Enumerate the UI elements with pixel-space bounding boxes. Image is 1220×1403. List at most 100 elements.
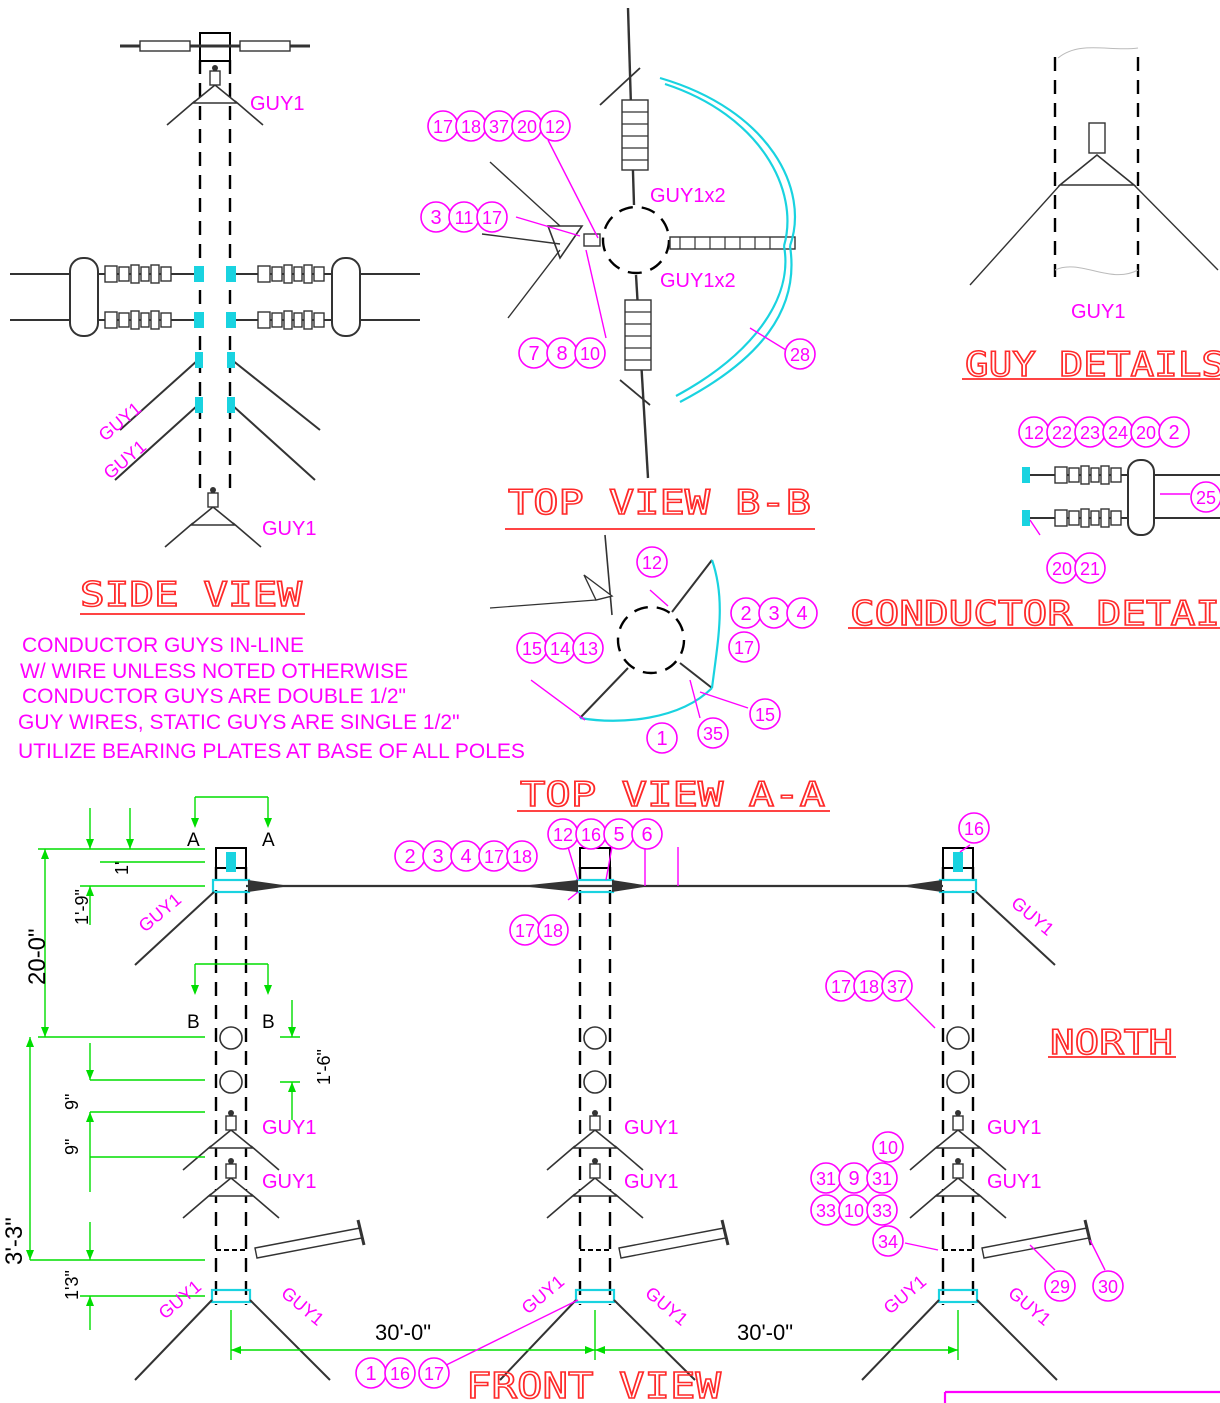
fv-guy1-static-right: GUY1 — [1007, 893, 1057, 940]
dim-3ft3: 3'-3" — [1, 1217, 28, 1265]
callout-circle-aa_right-2 — [786, 597, 818, 629]
callout-number-aa_bottom2-0: 35 — [703, 724, 723, 744]
callout-number-fv_mid_left-4: 18 — [512, 847, 532, 867]
callout-circle-fv_mid_left-4 — [506, 840, 538, 872]
note-1: CONDUCTOR GUYS IN-LINE — [22, 634, 304, 657]
callout-number-bb_lower-0: 7 — [528, 343, 539, 365]
guy-details: GUY1 GUY DETAILS — [962, 47, 1220, 386]
callout-number-aa_left-0: 15 — [522, 639, 542, 659]
fv-guy1-p1-br: GUY1 — [277, 1283, 327, 1330]
dim-1ft6: 1'-6" — [314, 1049, 334, 1085]
section-b-right: B — [262, 1012, 275, 1033]
callout-circle-fv_mid_top-3 — [631, 818, 663, 850]
callout-circle-aa_top-0 — [636, 546, 668, 578]
callout-number-cd_top-1: 22 — [1052, 423, 1072, 443]
callout-number-aa_left-2: 13 — [578, 639, 598, 659]
top-view-aa: TOP VIEW A-A — [489, 534, 830, 816]
callout-circle-aa_bottom2-0 — [697, 717, 729, 749]
dim-1ft: 1' — [112, 862, 132, 875]
dim-1ft3: 1'3" — [62, 1270, 82, 1300]
callout-number-bb_left-1: 11 — [455, 208, 474, 228]
callout-number-fv_c31a-0: 31 — [816, 1169, 836, 1189]
callout-number-fv_c33-0: 33 — [816, 1201, 836, 1221]
bb-guy1x2-lower: GUY1x2 — [660, 270, 736, 292]
fv-guy1-p2-bl: GUY1 — [518, 1271, 568, 1318]
callout-number-fv_c31a-1: 9 — [848, 1168, 859, 1190]
callout-number-fv_bottom-1: 16 — [390, 1364, 410, 1384]
front-view-title: FRONT VIEW — [466, 1366, 721, 1403]
fv-guy1-static-left: GUY1 — [135, 889, 185, 936]
top-view-aa-title: TOP VIEW A-A — [520, 775, 825, 815]
callout-number-bb_upper-1: 18 — [461, 117, 481, 137]
side-view-title: SIDE VIEW — [80, 575, 303, 615]
callout-number-fv_mid_left-0: 2 — [404, 846, 415, 868]
callout-number-fv_mid_top-0: 12 — [553, 825, 573, 845]
callout-circle-cd_top-5 — [1158, 416, 1190, 448]
dim-1ft9: 1'-9" — [72, 889, 92, 925]
callout-number-aa_bottom3-0: 15 — [755, 705, 775, 725]
callout-number-fv_mid_left-3: 17 — [484, 847, 504, 867]
callout-circle-fv_mid_below-1 — [537, 914, 569, 946]
callout-number-aa_bottom-0: 1 — [656, 728, 667, 750]
callout-number-cd_top-3: 24 — [1108, 423, 1128, 443]
fv-guy1-p3-bl: GUY1 — [880, 1271, 930, 1318]
callout-circle-fv_c10-0 — [872, 1131, 904, 1163]
callout-number-fv_right_top-0: 16 — [964, 819, 984, 839]
callout-number-fv_mid_top-1: 16 — [581, 825, 601, 845]
callout-circle-aa_bottom3-0 — [749, 698, 781, 730]
callout-circle-fv_c34-0 — [872, 1225, 904, 1257]
fv-guy1-p3-b: GUY1 — [987, 1171, 1041, 1193]
callout-number-cd_bottom-0: 20 — [1052, 559, 1072, 579]
callout-circle-bb_left-2 — [476, 201, 508, 233]
callout-number-fv_c33-2: 33 — [872, 1201, 892, 1221]
callout-number-bb_left-0: 3 — [430, 207, 441, 229]
fv-guy1-p2-br: GUY1 — [641, 1283, 691, 1330]
callout-circle-fv_c30-0 — [1092, 1270, 1124, 1302]
callout-circle-cd_bottom-1 — [1074, 552, 1106, 584]
callout-number-bb_upper-2: 37 — [489, 117, 509, 137]
callout-number-aa_right2-0: 17 — [734, 638, 754, 658]
callout-number-bb_upper-0: 17 — [433, 117, 453, 137]
bb-guy1x2-upper: GUY1x2 — [650, 185, 726, 207]
callout-number-fv_mid_top-3: 6 — [641, 824, 652, 846]
callout-number-cd_top-5: 2 — [1168, 422, 1179, 444]
callout-number-cd_top-4: 20 — [1136, 423, 1156, 443]
note-2: W/ WIRE UNLESS NOTED OTHERWISE — [20, 660, 408, 683]
callout-number-aa_top-0: 12 — [642, 553, 662, 573]
dim-20ft: 20-0" — [24, 928, 51, 985]
guy-details-guy1: GUY1 — [1071, 301, 1125, 323]
callout-number-aa_right-1: 3 — [768, 603, 779, 625]
front-view: A A B B — [1, 796, 1220, 1403]
callout-number-aa_right-2: 4 — [796, 603, 807, 625]
dim-9in-a: 9" — [62, 1094, 82, 1110]
top-view-bb: GUY1x2 GUY1x2 TOP VIEW B-B — [481, 7, 815, 530]
callout-number-fv_right_mid-2: 37 — [887, 977, 907, 997]
callout-number-fv_c29-0: 29 — [1050, 1277, 1070, 1297]
span-1: 30'-0" — [375, 1320, 431, 1345]
note-3: CONDUCTOR GUYS ARE DOUBLE 1/2" — [22, 685, 406, 708]
callout-number-fv_c10-0: 10 — [878, 1138, 898, 1158]
side-guy1-top: GUY1 — [250, 93, 304, 115]
callout-circle-cd_right-0 — [1190, 481, 1220, 513]
top-view-bb-title: TOP VIEW B-B — [508, 483, 811, 523]
section-a-right: A — [262, 830, 275, 851]
fv-guy1-p2-b: GUY1 — [624, 1171, 678, 1193]
fv-guy1-p2-a: GUY1 — [624, 1117, 678, 1139]
callout-number-fv_right_mid-0: 17 — [831, 977, 851, 997]
general-notes: CONDUCTOR GUYS IN-LINE W/ WIRE UNLESS NO… — [18, 634, 525, 763]
callout-number-bb_lower-1: 8 — [556, 343, 567, 365]
callout-number-cd_bottom-1: 21 — [1080, 559, 1100, 579]
callout-number-fv_c33-1: 10 — [844, 1201, 864, 1221]
callout-number-aa_right-0: 2 — [740, 603, 751, 625]
callout-circle-aa_left-2 — [572, 632, 604, 664]
callout-number-fv_c34-0: 34 — [878, 1232, 898, 1252]
callout-number-bb_upper-3: 20 — [517, 117, 537, 137]
callout-number-cd_top-2: 23 — [1080, 423, 1100, 443]
callout-circle-fv_c29-0 — [1044, 1270, 1076, 1302]
callout-circle-fv_bottom-1 — [384, 1357, 416, 1389]
callout-circle-fv_bottom-2 — [418, 1357, 450, 1389]
callout-number-bb_right-0: 28 — [790, 345, 810, 365]
callout-number-fv_mid_top-2: 5 — [613, 824, 624, 846]
